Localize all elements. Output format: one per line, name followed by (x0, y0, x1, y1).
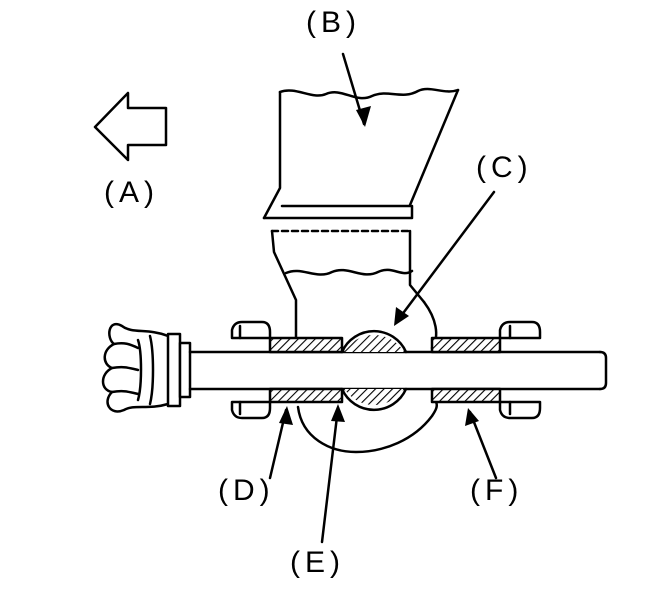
label-f: (F) (470, 474, 524, 507)
lever-body (262, 87, 460, 454)
rubber-boot (101, 322, 192, 413)
label-b: (B) (306, 6, 361, 39)
label-d: (D) (218, 474, 275, 507)
threaded-rod (188, 350, 608, 391)
label-a: (A) (104, 176, 159, 209)
left-nut (230, 320, 272, 420)
label-e: (E) (290, 546, 345, 579)
left-spacer-bottom (268, 387, 344, 404)
right-spacer-bottom (430, 387, 502, 404)
left-spacer-top (268, 336, 344, 354)
right-nut (498, 320, 542, 420)
label-c: (C) (476, 151, 533, 184)
right-spacer-top (430, 336, 502, 354)
leader-lines (268, 52, 498, 544)
direction-arrow-icon (93, 91, 168, 162)
